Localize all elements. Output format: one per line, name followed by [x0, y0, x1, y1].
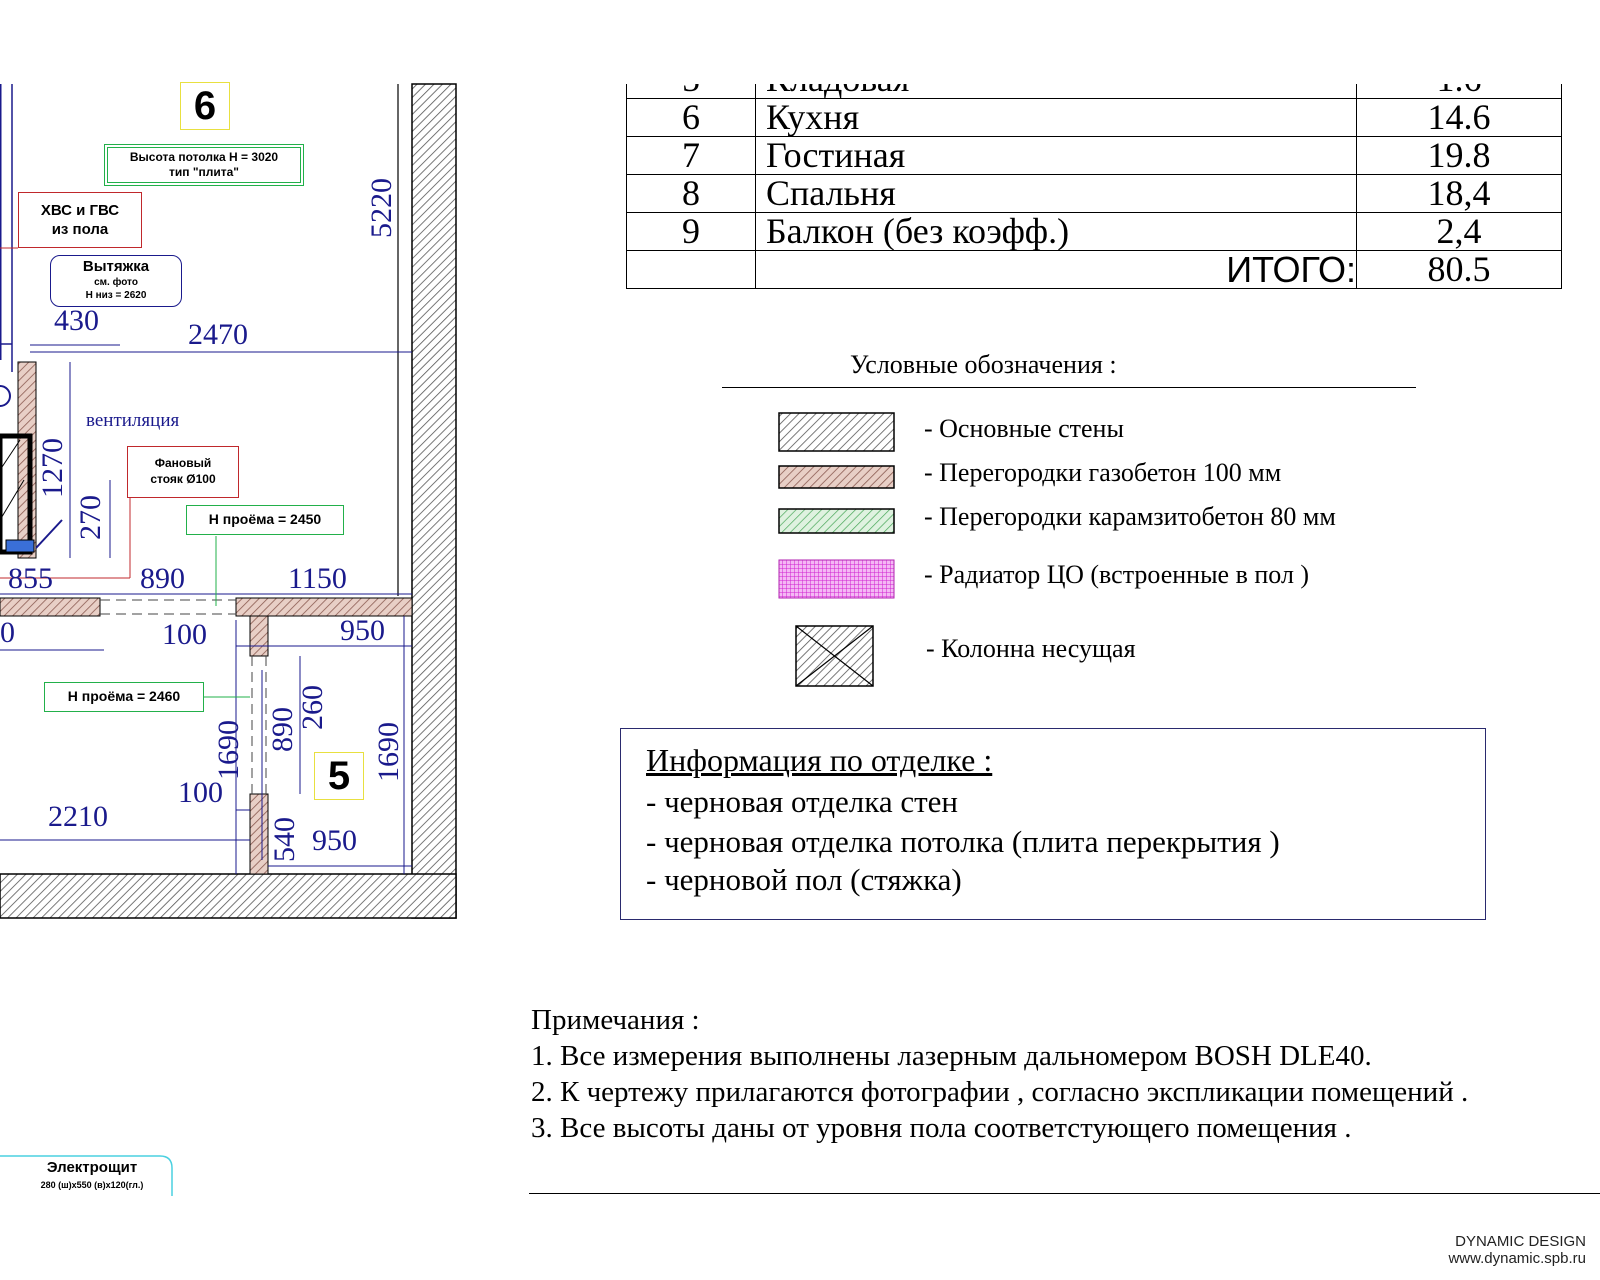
table-row: 7 Гостиная 19.8	[626, 136, 1562, 175]
total-value: 80.5	[1356, 250, 1562, 289]
ceiling-height-callout: Высота потолка Н = 3020 тип "плита"	[104, 144, 304, 186]
ventilation-shaft	[17, 361, 37, 559]
partition-horizontal-left	[0, 597, 101, 617]
ventilation-label: вентиляция	[86, 410, 180, 431]
table-row-total: ИТОГО: 80.5	[626, 250, 1562, 289]
swatch-main-wall	[778, 412, 895, 452]
dim-1690-left: 1690	[212, 720, 245, 780]
table-cell-area: 2,4	[1356, 212, 1562, 251]
legend-label-radiator: - Радиатор ЦО (встроенные в пол )	[924, 560, 1310, 589]
riser-callout: Фановый стояк Ø100	[127, 446, 239, 498]
ceiling-line-2: тип "плита"	[168, 165, 239, 179]
table-cell-name: Гостиная	[755, 136, 1357, 175]
finishing-line-ceiling: - черновая отделка потолка (плита перекр…	[646, 824, 1280, 859]
dim-540: 540	[268, 817, 301, 862]
table-cell-num: 9	[626, 212, 756, 251]
notes-divider	[529, 1193, 1600, 1194]
table-row: 9 Балкон (без коэфф.) 2,4	[626, 212, 1562, 251]
table-cell-name: Кухня	[755, 98, 1357, 137]
note-line-1: 1. Все измерения выполнены лазерным даль…	[531, 1040, 1372, 1072]
footer-url: www.dynamic.spb.ru	[1448, 1250, 1586, 1267]
opening-height-callout-2: Н проёма = 2460	[44, 682, 204, 712]
notes-title: Примечания :	[531, 1004, 700, 1036]
water-line-1: ХВС и ГВС	[40, 202, 120, 219]
legend-title: Условные обозначения :	[850, 350, 1117, 379]
dim-100-upper: 100	[162, 618, 207, 651]
hood-line-1: Вытяжка	[82, 258, 150, 275]
main-wall-bottom	[0, 873, 457, 919]
dim-950-lower: 950	[312, 824, 357, 857]
legend-label-main-wall: - Основные стены	[924, 414, 1124, 443]
panel-line-2: 280 (ш)х550 (в)х120(гл.)	[40, 1180, 144, 1190]
table-cell-num	[626, 250, 756, 289]
partition-horizontal-right	[235, 597, 413, 617]
riser-line-2: стояк Ø100	[150, 472, 216, 486]
water-supply-callout: ХВС и ГВС из пола	[18, 192, 142, 248]
table-cell-num: 7	[626, 136, 756, 175]
room-area-table: 5 Кладовая 1.6 6 Кухня 14.6 7 Гостиная 1…	[626, 60, 1562, 289]
legend-label-gas-concrete: - Перегородки газобетон 100 мм	[924, 458, 1282, 487]
dim-0: 0	[0, 616, 15, 649]
note-line-3: 3. Все высоты даны от уровня пола соотве…	[531, 1112, 1352, 1144]
finishing-info-box	[620, 728, 1486, 920]
main-wall-right	[411, 83, 457, 919]
table-row: 8 Спальня 18,4	[626, 174, 1562, 213]
dim-430: 430	[54, 304, 99, 337]
swatch-gas-concrete	[778, 465, 895, 489]
table-cell-area: 19.8	[1356, 136, 1562, 175]
note-line-2: 2. К чертежу прилагаются фотографии , со…	[531, 1076, 1469, 1108]
legend-label-claydite: - Перегородки карамзитобетон 80 мм	[924, 502, 1336, 531]
panel-line-1: Электрощит	[46, 1159, 138, 1176]
swatch-radiator	[778, 559, 895, 599]
legend-swatches	[778, 412, 895, 687]
finishing-line-walls: - черновая отделка стен	[646, 784, 958, 819]
partition-vertical-bottom	[249, 793, 269, 875]
hood-line-2: см. фото	[94, 277, 138, 288]
dim-890-vertical: 890	[266, 707, 299, 752]
footer-company: DYNAMIC DESIGN	[1455, 1233, 1586, 1250]
dim-2470: 2470	[188, 318, 248, 351]
dim-5220: 5220	[365, 178, 398, 238]
water-line-2: из пола	[51, 221, 109, 238]
legend-divider	[722, 387, 1416, 388]
table-cell-area: 14.6	[1356, 98, 1562, 137]
hood-callout: Вытяжка см. фото Н низ = 2620	[50, 255, 182, 307]
finishing-title: Информация по отделке :	[646, 742, 993, 778]
room-number-6: 6	[180, 82, 230, 130]
finishing-line-floor: - черновой пол (стяжка)	[646, 862, 962, 897]
dim-1690-right: 1690	[372, 722, 405, 782]
hood-line-3: Н низ = 2620	[85, 290, 147, 301]
table-cell-name: Балкон (без коэфф.)	[755, 212, 1357, 251]
table-cell-name: Спальня	[755, 174, 1357, 213]
dim-950-upper: 950	[340, 614, 385, 647]
total-label: ИТОГО:	[755, 250, 1357, 289]
dim-855: 855	[8, 562, 53, 595]
swatch-column	[795, 625, 874, 687]
table-cell-num: 6	[626, 98, 756, 137]
dim-1270: 1270	[36, 438, 69, 498]
table-row: 6 Кухня 14.6	[626, 98, 1562, 137]
dim-1150: 1150	[288, 562, 347, 595]
table-cell-num: 8	[626, 174, 756, 213]
dim-100-lower: 100	[178, 776, 223, 809]
swatch-claydite	[778, 508, 895, 534]
room-number-5: 5	[314, 752, 364, 800]
dim-260: 260	[296, 685, 329, 730]
table-cell-area: 18,4	[1356, 174, 1562, 213]
electrical-panel-callout: Электрощит 280 (ш)х550 (в)х120(гл.)	[12, 1158, 172, 1192]
riser-line-1: Фановый	[154, 456, 212, 470]
table-crop-mask	[626, 0, 1566, 84]
dim-270: 270	[74, 495, 107, 540]
legend-label-column: - Колонна несущая	[926, 634, 1136, 663]
opening-height-callout-1: Н проёма = 2450	[186, 505, 344, 535]
dim-2210: 2210	[48, 800, 108, 833]
dim-890-horizontal: 890	[140, 562, 185, 595]
footer-branding: DYNAMIC DESIGN www.dynamic.spb.ru	[1448, 1233, 1586, 1267]
partition-vertical-top	[249, 615, 269, 657]
ceiling-line-1: Высота потолка Н = 3020	[129, 150, 279, 164]
